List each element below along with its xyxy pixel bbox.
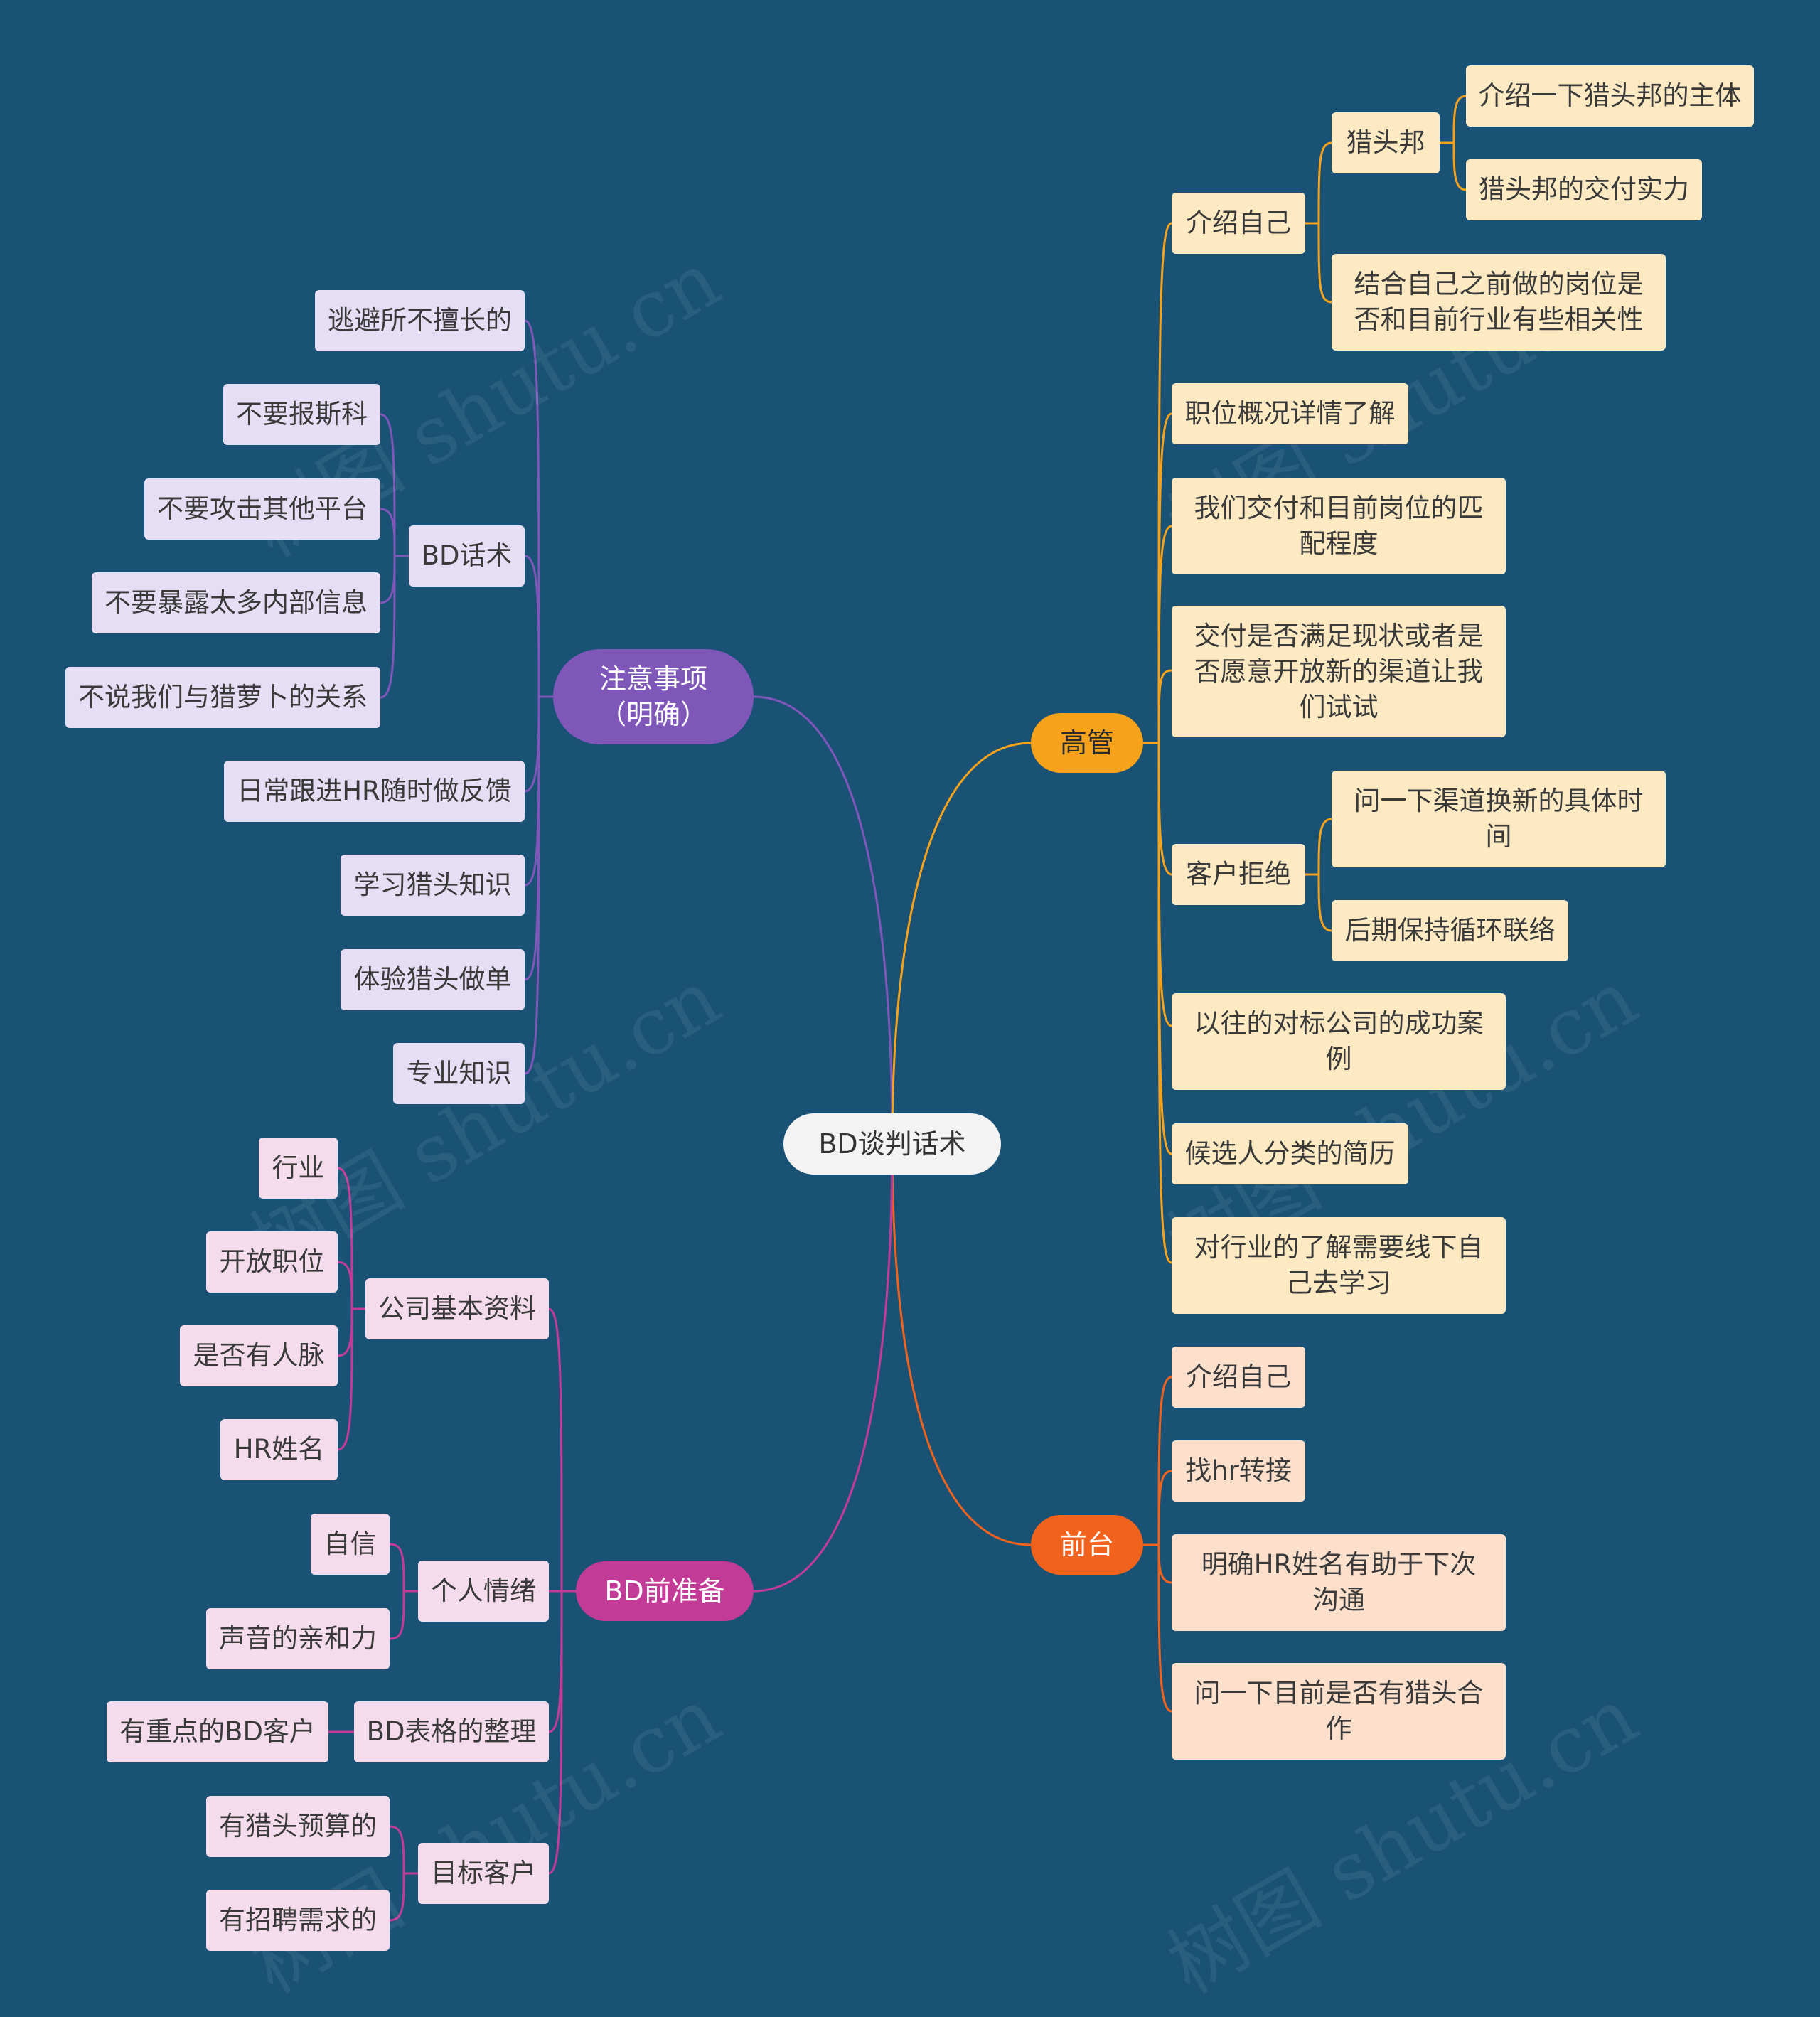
node-qt-jieshao[interactable]: 介绍自己 [1172,1347,1305,1408]
node-bd-mubiao[interactable]: 目标客户 [418,1843,549,1904]
node-qt-zhuanjie[interactable]: 找hr转接 [1172,1440,1305,1502]
node-xuexi[interactable]: 学习猎头知识 [341,855,525,916]
node-bd-qingxu-1[interactable]: 自信 [311,1514,390,1575]
node-gg-anli[interactable]: 以往的对标公司的成功案例 [1172,993,1506,1090]
node-gg-jiehe[interactable]: 结合自己之前做的岗位是否和目前行业有些相关性 [1332,254,1666,351]
branch-bd-prep[interactable]: BD前准备 [576,1561,754,1621]
node-taobi[interactable]: 逃避所不擅长的 [315,290,525,351]
node-bd-huashu-4[interactable]: 不说我们与猎萝卜的关系 [65,667,380,728]
node-bd-gongsi[interactable]: 公司基本资料 [365,1278,549,1339]
node-zhuanye[interactable]: 专业知识 [393,1043,525,1104]
node-bd-biaoge-1[interactable]: 有重点的BD客户 [107,1701,328,1762]
branch-gaoguan[interactable]: 高管 [1031,713,1143,773]
node-gg-zhiwei[interactable]: 职位概况详情了解 [1172,383,1408,444]
node-gg-jujue-2[interactable]: 后期保持循环联络 [1332,900,1568,961]
node-bd-huashu-2[interactable]: 不要攻击其他平台 [144,478,380,540]
node-bd-mubiao-2[interactable]: 有招聘需求的 [206,1890,390,1951]
node-gg-liebang-1[interactable]: 介绍一下猎头邦的主体 [1466,65,1754,127]
node-gg-hangye[interactable]: 对行业的了解需要线下自己去学习 [1172,1217,1506,1314]
node-richang[interactable]: 日常跟进HR随时做反馈 [224,761,525,822]
node-bd-qingxu[interactable]: 个人情绪 [418,1561,549,1622]
node-bd-huashu-1[interactable]: 不要报斯科 [223,384,380,445]
node-tiyan[interactable]: 体验猎头做单 [341,949,525,1010]
node-bd-biaoge[interactable]: BD表格的整理 [354,1701,549,1762]
node-qt-hrname[interactable]: 明确HR姓名有助于下次沟通 [1172,1534,1506,1631]
node-bd-gongsi-1[interactable]: 行业 [259,1138,338,1199]
node-bd-gongsi-3[interactable]: 是否有人脉 [180,1325,338,1386]
node-gg-jujue-1[interactable]: 问一下渠道换新的具体时间 [1332,771,1666,867]
node-bd-qingxu-2[interactable]: 声音的亲和力 [206,1608,390,1669]
node-gg-liebang-2[interactable]: 猎头邦的交付实力 [1466,159,1702,220]
node-gg-manzu[interactable]: 交付是否满足现状或者是否愿意开放新的渠道让我们试试 [1172,606,1506,737]
node-gg-liebang[interactable]: 猎头邦 [1332,112,1440,173]
node-gg-jieshao[interactable]: 介绍自己 [1172,193,1305,254]
node-qt-hezuo[interactable]: 问一下目前是否有猎头合作 [1172,1663,1506,1760]
node-gg-jujue[interactable]: 客户拒绝 [1172,844,1305,905]
node-bd-huashu-3[interactable]: 不要暴露太多内部信息 [92,572,380,633]
node-bd-mubiao-1[interactable]: 有猎头预算的 [206,1796,390,1857]
root-node[interactable]: BD谈判话术 [783,1113,1001,1175]
branch-zhuyi-shixiang[interactable]: 注意事项（明确） [553,649,754,744]
branch-qiantai[interactable]: 前台 [1031,1515,1143,1575]
node-bd-gongsi-4[interactable]: HR姓名 [220,1419,338,1480]
node-gg-jianli[interactable]: 候选人分类的简历 [1172,1123,1408,1184]
node-bd-gongsi-2[interactable]: 开放职位 [206,1231,338,1293]
node-bd-huashu[interactable]: BD话术 [409,525,525,587]
node-gg-jiaofu[interactable]: 我们交付和目前岗位的匹配程度 [1172,478,1506,574]
